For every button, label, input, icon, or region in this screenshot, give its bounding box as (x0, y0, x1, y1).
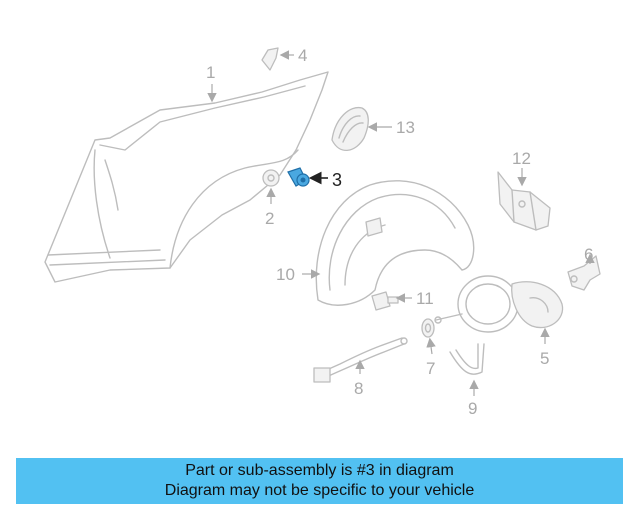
callout-9: 9 (468, 399, 477, 418)
vent-grille-part[interactable] (331, 106, 369, 151)
callout-2: 2 (265, 209, 274, 228)
banner-line-1: Part or sub-assembly is #3 in diagram (185, 462, 454, 479)
info-banner: Part or sub-assembly is #3 in diagram Di… (16, 458, 623, 504)
callout-4: 4 (298, 46, 307, 65)
callout-10: 10 (276, 265, 295, 284)
callout-6: 6 (584, 245, 593, 264)
callout-11: 11 (416, 289, 434, 308)
clip-part-4[interactable] (261, 47, 279, 71)
bolt-part-11[interactable] (371, 291, 399, 311)
fuel-door-part[interactable] (434, 275, 564, 333)
callout-12: 12 (512, 149, 531, 168)
callout-3: 3 (332, 170, 342, 190)
drain-hose-part[interactable] (449, 343, 485, 375)
banner-line-2: Diagram may not be specific to your vehi… (164, 482, 475, 499)
seal-part-7[interactable] (421, 318, 435, 338)
wiring-harness-part[interactable] (313, 337, 408, 383)
wheelhouse-liner-part[interactable] (315, 180, 475, 306)
fastener-part-3-highlighted[interactable] (287, 167, 310, 187)
parts-diagram: 1 4 13 2 3 10 12 (44, 46, 601, 418)
grommet-part[interactable] (262, 169, 280, 187)
bracket-part-6[interactable] (567, 255, 601, 291)
callout-13: 13 (396, 118, 415, 137)
callout-8: 8 (354, 379, 363, 398)
callout-7: 7 (426, 359, 435, 378)
callout-5: 5 (540, 349, 549, 368)
callout-1: 1 (206, 63, 215, 82)
quarter-panel-part[interactable] (44, 71, 329, 283)
hinge-bracket-part[interactable] (497, 171, 551, 231)
